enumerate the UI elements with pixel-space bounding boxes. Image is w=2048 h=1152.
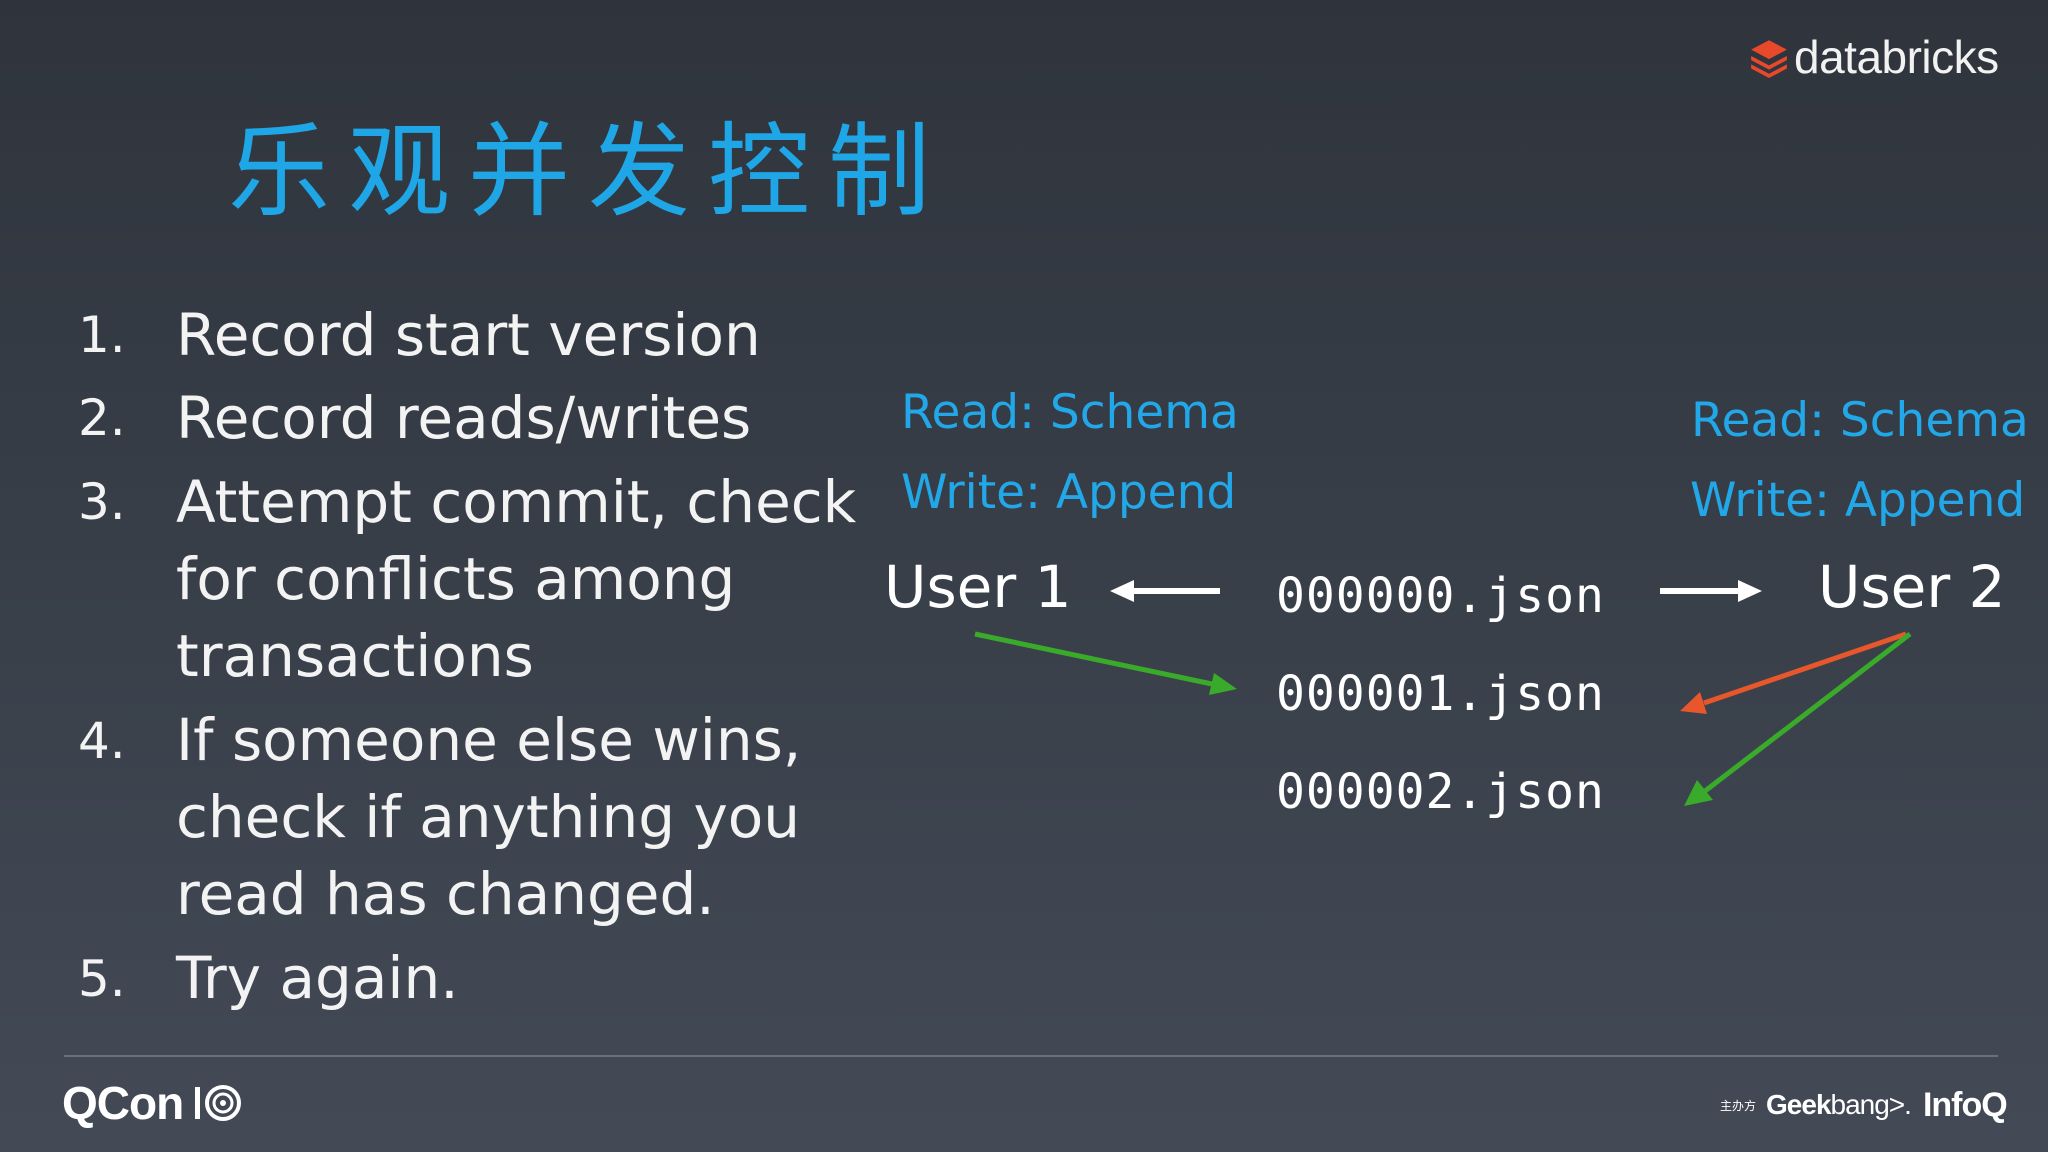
step-number: 5. [78, 950, 126, 1008]
step-number: 2. [78, 389, 126, 447]
user2-label: User 2 [1818, 553, 2006, 621]
step-text: Attempt commit, check [176, 468, 857, 536]
footer-divider [64, 1055, 1998, 1057]
user1-read-arrow [1110, 580, 1220, 602]
step-text: check if anything you [176, 783, 801, 851]
geekbang-logo: Geekbang>. [1766, 1089, 1912, 1121]
slide-title: 乐观并发控制 [228, 113, 948, 232]
file-000002: 000002.json [1276, 764, 1605, 820]
geekbang-wordmark-b: bang>. [1830, 1089, 1912, 1120]
step-number: 3. [78, 473, 126, 531]
user2-read-arrow [1660, 580, 1762, 602]
sponsor-logos: 主办方 Geekbang>. InfoQ [1720, 1080, 2008, 1130]
file-000000: 000000.json [1276, 568, 1605, 624]
step-text: If someone else wins, [176, 706, 802, 774]
user1-read-label: Read: Schema [901, 385, 1239, 440]
user2-retry-commit-arrow [1684, 632, 1912, 806]
qcon-logo: QCon [62, 1076, 249, 1130]
databricks-logo: databricks [1748, 22, 1999, 92]
step-text: read has changed. [176, 860, 715, 928]
user2-write-label: Write: Append [1690, 473, 2026, 528]
infoq-logo: InfoQ [1922, 1085, 2008, 1124]
user1-commit-arrow [974, 631, 1237, 695]
step-text: Record start version [176, 301, 761, 369]
user1-write-label: Write: Append [901, 465, 1237, 520]
user1-label: User 1 [884, 553, 1072, 621]
step-text: for conflicts among [176, 545, 736, 613]
step-number: 1. [78, 306, 126, 364]
geekbang-wordmark-a: Geek [1766, 1089, 1831, 1120]
qcon-wordmark: QCon [62, 1077, 184, 1129]
step-text: Record reads/writes [176, 384, 752, 452]
step-text: transactions [176, 622, 534, 690]
user2-conflict-arrow [1680, 631, 1907, 714]
brand-name: databricks [1794, 31, 1999, 83]
databricks-logo-icon [1751, 40, 1787, 78]
step-number: 4. [78, 712, 126, 770]
user2-read-label: Read: Schema [1691, 393, 2029, 448]
10th-anniversary-badge-icon [193, 1081, 249, 1125]
file-000001: 000001.json [1276, 666, 1605, 722]
step-text: Try again. [176, 944, 459, 1012]
sponsor-label: 主办方 [1720, 1098, 1757, 1113]
